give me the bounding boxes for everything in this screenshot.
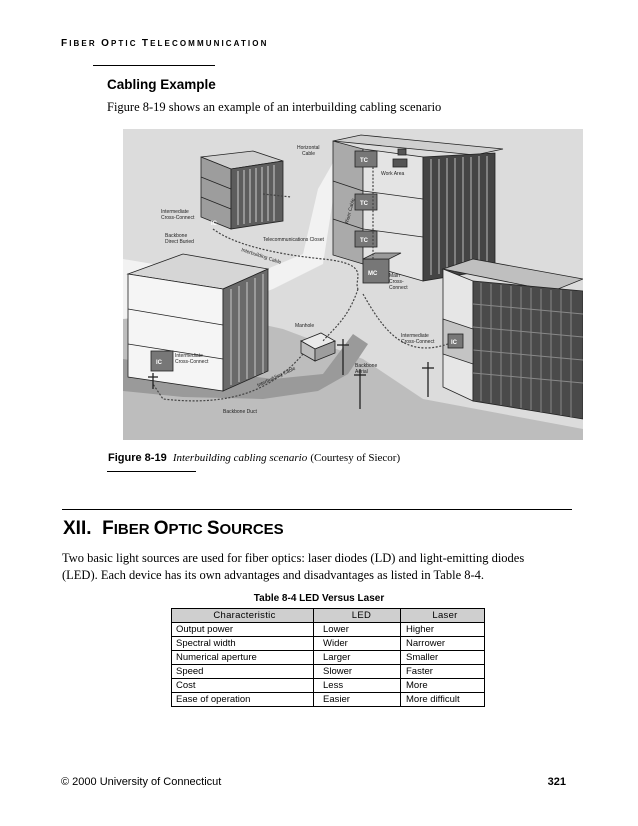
svg-text:Backbone Duct: Backbone Duct xyxy=(223,409,258,415)
table-cell: Cost xyxy=(171,678,314,693)
figure-caption: Figure 8-19 Interbuilding cabling scenar… xyxy=(108,452,401,464)
svg-text:Aerial: Aerial xyxy=(355,369,368,375)
svg-text:Cross-Connect: Cross-Connect xyxy=(175,359,209,365)
table-cell: More difficult xyxy=(400,692,485,707)
utility-poles xyxy=(148,339,434,409)
svg-text:MC: MC xyxy=(368,271,378,277)
svg-text:Connect: Connect xyxy=(389,285,408,291)
column-header: LED xyxy=(313,608,401,623)
building-left xyxy=(126,253,270,392)
table-cell: Less xyxy=(313,678,401,693)
table-cell: Spectral width xyxy=(171,636,314,651)
svg-text:Backbone: Backbone xyxy=(165,233,187,239)
table-cell: Ease of operation xyxy=(171,692,314,707)
svg-text:Work Area: Work Area xyxy=(381,171,404,177)
caption-rule xyxy=(107,471,196,472)
svg-text:IC: IC xyxy=(451,340,458,346)
table-header-row: Characteristic LED Laser xyxy=(171,608,485,623)
svg-text:Cross-Connect: Cross-Connect xyxy=(401,339,435,345)
table-cell: Easier xyxy=(313,692,401,707)
mc-closet xyxy=(362,252,402,284)
table-cell: Narrower xyxy=(400,636,485,651)
chapter-rule xyxy=(62,509,572,510)
page-number: 321 xyxy=(547,776,566,788)
svg-text:Cable: Cable xyxy=(302,151,315,157)
svg-text:TC: TC xyxy=(360,238,369,244)
building-top-left xyxy=(200,150,284,230)
svg-text:Intermediate: Intermediate xyxy=(175,353,203,359)
body-paragraph: Two basic light sources are used for fib… xyxy=(62,551,525,582)
svg-text:Horizontal: Horizontal xyxy=(297,145,320,151)
table-cell: Faster xyxy=(400,664,485,679)
table-cell: More xyxy=(400,678,485,693)
figure-intro-text: Figure 8-19 shows an example of an inter… xyxy=(107,100,442,114)
table-cell: Larger xyxy=(313,650,401,665)
section-heading: Cabling Example xyxy=(107,77,216,92)
svg-text:IC: IC xyxy=(156,360,163,366)
table-cell: Speed xyxy=(171,664,314,679)
svg-text:Direct Buried: Direct Buried xyxy=(165,239,194,245)
table-cell: Smaller xyxy=(400,650,485,665)
table-cell: Higher xyxy=(400,622,485,637)
section-rule xyxy=(93,65,215,66)
svg-text:TC: TC xyxy=(360,158,369,164)
running-head: FIBER OPTIC TELECOMMUNICATION xyxy=(61,38,269,49)
table-cell: Lower xyxy=(313,622,401,637)
table-title: Table 8-4 LED Versus Laser xyxy=(253,593,385,604)
table-cell: Output power xyxy=(171,622,314,637)
svg-text:Telecommunications Closet: Telecommunications Closet xyxy=(263,237,324,243)
building-center xyxy=(332,134,504,282)
table-cell: Numerical aperture xyxy=(171,650,314,665)
svg-text:Intermediate: Intermediate xyxy=(401,333,429,339)
svg-text:Intermediate: Intermediate xyxy=(161,209,189,215)
chapter-heading: XII. FIBER OPTIC SOURCES xyxy=(63,518,284,539)
svg-text:Manhole: Manhole xyxy=(295,323,314,329)
svg-text:Main: Main xyxy=(389,273,400,279)
table-cell: Slower xyxy=(313,664,401,679)
closet-tags: TC TC TC MC IC IC IC xyxy=(156,158,458,366)
footer-copyright: © 2000 University of Connecticut xyxy=(61,776,222,788)
column-header: Characteristic xyxy=(171,608,314,623)
column-header: Laser xyxy=(400,608,485,623)
building-right xyxy=(441,258,583,420)
svg-text:Cross-Connect: Cross-Connect xyxy=(161,215,195,221)
svg-text:Backbone: Backbone xyxy=(355,363,377,369)
table-cell: Wider xyxy=(313,636,401,651)
svg-text:IC: IC xyxy=(211,221,218,227)
svg-text:Cross-: Cross- xyxy=(389,279,404,285)
manhole xyxy=(300,332,336,362)
cabling-figure: Horizontal Cable Work Area Riser Cable I… xyxy=(123,129,583,440)
cable-routes xyxy=(152,167,449,402)
svg-text:TC: TC xyxy=(360,201,369,207)
